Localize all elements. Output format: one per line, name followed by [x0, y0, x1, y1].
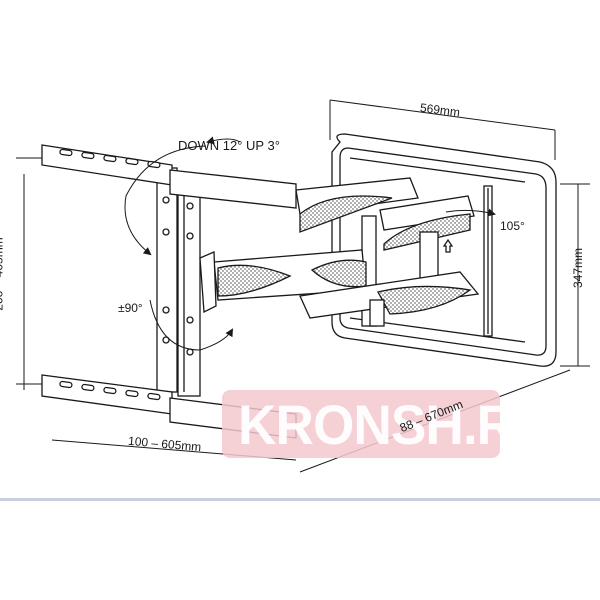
label-rotation: ±90° [118, 301, 143, 315]
label-swivel: 105° [500, 219, 525, 233]
bottom-divider [0, 498, 600, 501]
watermark-background [222, 390, 500, 458]
vertical-rails [156, 167, 217, 397]
dimension-lines [16, 99, 590, 473]
label-tilt: DOWN 12° UP 3° [178, 138, 280, 153]
label-wall-plate-height: 347mm [571, 247, 586, 289]
arm-assembly [213, 177, 480, 327]
label-vertical-spacing: 200 – 405mm [0, 237, 6, 311]
watermark-text: KRONSH.RU [238, 393, 553, 456]
